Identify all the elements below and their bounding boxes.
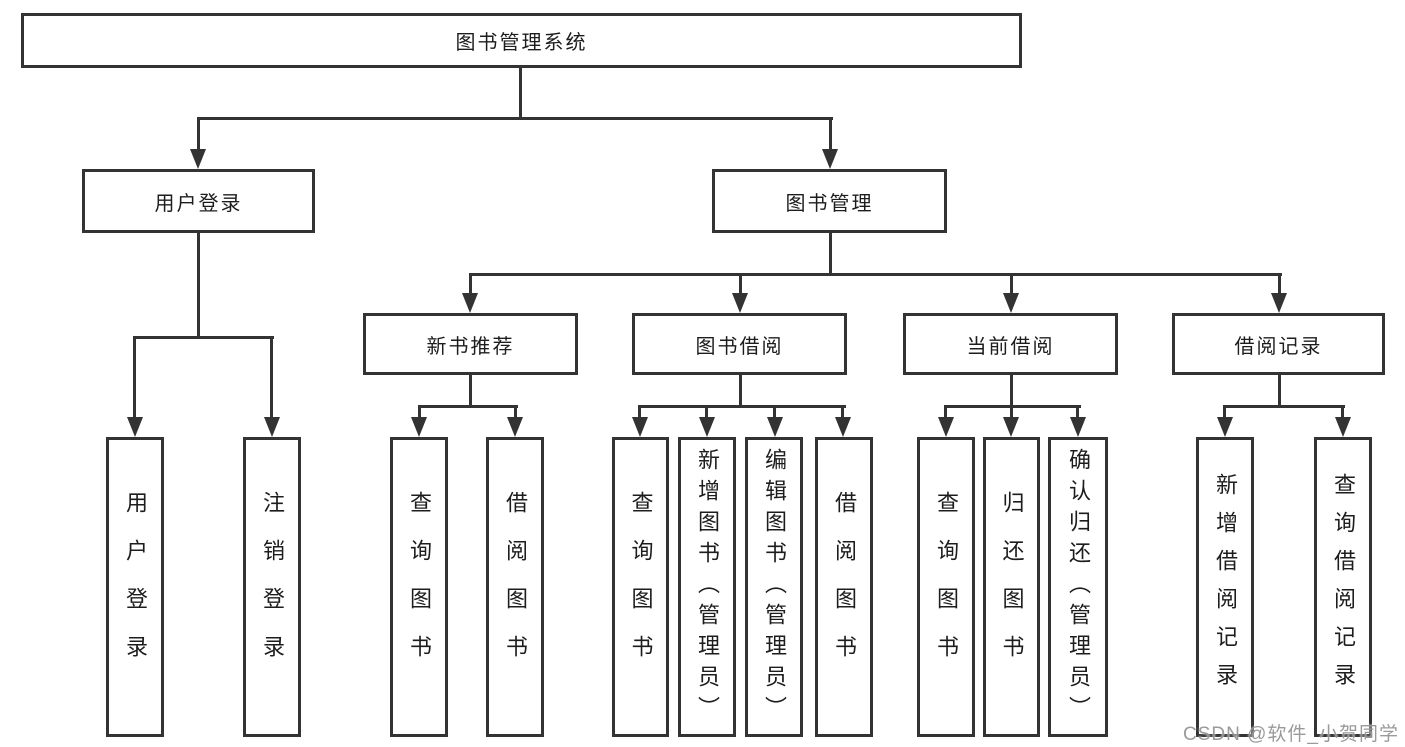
leaf-logout: 注销登录 (243, 437, 301, 737)
node-label: 确认归还（管理员） (1066, 447, 1091, 727)
leaf-query-borrow-record: 查询借阅记录 (1314, 437, 1372, 737)
node-label: 借阅记录 (1234, 335, 1323, 358)
csdn-watermark: CSDN @软件_小贺同学 (1183, 724, 1399, 745)
node-book-borrowing: 图书借阅 (632, 313, 847, 375)
node-label: 图书借阅 (695, 335, 784, 358)
arrowhead-down-icon (190, 149, 206, 169)
leaf-borrow-books: 借阅图书 (815, 437, 873, 737)
leaf-add-books-admin: 新增图书（管理员） (678, 437, 736, 737)
edge-user-login-stem (197, 233, 200, 336)
edge-stub-book-management (829, 117, 832, 150)
node-label: 注销登录 (260, 491, 285, 683)
node-label: 查询借阅记录 (1331, 473, 1356, 701)
leaf-current-query-books: 查询图书 (917, 437, 975, 737)
edge-current-borrowing-stem (1010, 375, 1013, 405)
edge-borrowing-records-bar (1224, 405, 1345, 408)
edge-stub (1223, 405, 1226, 417)
arrowhead-down-icon (767, 417, 783, 437)
node-label: 用户登录 (154, 192, 243, 215)
edge-stub (514, 405, 517, 417)
arrowhead-down-icon (835, 417, 851, 437)
edge-stub-leaf-logout (270, 336, 273, 417)
edge-book-borrowing-bar (638, 405, 846, 408)
node-book-management: 图书管理 (712, 169, 947, 233)
leaf-confirm-return-admin: 确认归还（管理员） (1048, 437, 1108, 737)
node-label: 借阅图书 (832, 491, 857, 683)
edge-new-book-recommend-stem (469, 375, 472, 405)
arrowhead-down-icon (699, 417, 715, 437)
leaf-user-login: 用户登录 (106, 437, 164, 737)
edge-stub (841, 405, 844, 417)
edge-stub-borrowing-records (1278, 273, 1281, 293)
node-label: 图书管理系统 (455, 32, 588, 54)
edge-user-login-bar (133, 336, 274, 339)
edge-stub-user-login (197, 117, 200, 150)
arrowhead-down-icon (1271, 293, 1287, 313)
arrowhead-down-icon (462, 293, 478, 313)
node-borrowing-records: 借阅记录 (1172, 313, 1385, 375)
arrowhead-down-icon (938, 417, 954, 437)
arrowhead-down-icon (1070, 417, 1086, 437)
arrowhead-down-icon (632, 417, 648, 437)
node-label: 查询图书 (934, 491, 959, 683)
leaf-return-books: 归还图书 (983, 437, 1040, 737)
leaf-recommend-borrow-books: 借阅图书 (486, 437, 544, 737)
node-label: 编辑图书（管理员） (762, 447, 787, 727)
node-label: 新书推荐 (426, 335, 515, 358)
node-label: 新增图书（管理员） (695, 447, 720, 727)
edge-new-book-recommend-bar (418, 405, 518, 408)
arrowhead-down-icon (264, 417, 280, 437)
leaf-recommend-query-books: 查询图书 (390, 437, 448, 737)
edge-stub (944, 405, 947, 417)
node-label: 当前借阅 (966, 335, 1055, 358)
edge-stub-current-borrowing (1010, 273, 1013, 293)
edge-stub (1010, 405, 1013, 417)
edge-book-borrowing-stem (739, 375, 742, 405)
arrowhead-down-icon (732, 293, 748, 313)
edge-stub (418, 405, 421, 417)
edge-stub (1341, 405, 1344, 417)
leaf-borrowing-query-books: 查询图书 (612, 437, 669, 737)
arrowhead-down-icon (1003, 417, 1019, 437)
arrowhead-down-icon (1217, 417, 1233, 437)
node-new-book-recommend: 新书推荐 (363, 313, 578, 375)
edge-level2-bar (469, 273, 1282, 276)
node-library-management-system: 图书管理系统 (21, 13, 1022, 68)
edge-stub (705, 405, 708, 417)
edge-book-management-stem (829, 233, 832, 273)
node-label: 查询图书 (407, 491, 432, 683)
arrowhead-down-icon (127, 417, 143, 437)
arrowhead-down-icon (1335, 417, 1351, 437)
arrowhead-down-icon (411, 417, 427, 437)
edge-stub (773, 405, 776, 417)
arrowhead-down-icon (1003, 293, 1019, 313)
edge-stub-new-book-recommend (469, 273, 472, 293)
node-user-login: 用户登录 (82, 169, 315, 233)
node-current-borrowing: 当前借阅 (903, 313, 1118, 375)
arrowhead-down-icon (507, 417, 523, 437)
node-label: 借阅图书 (503, 491, 528, 683)
node-label: 新增借阅记录 (1213, 473, 1238, 701)
leaf-edit-books-admin: 编辑图书（管理员） (745, 437, 803, 737)
node-label: 图书管理 (785, 192, 874, 215)
edge-root-stem (519, 68, 522, 117)
edge-level1-bar (197, 117, 833, 120)
node-label: 用户登录 (123, 491, 148, 683)
edge-stub-leaf-user-login (133, 336, 136, 417)
leaf-add-borrow-record: 新增借阅记录 (1196, 437, 1254, 737)
node-label: 查询图书 (628, 491, 654, 683)
edge-stub (1076, 405, 1079, 417)
edge-stub-book-borrowing (739, 273, 742, 293)
node-label: 归还图书 (999, 491, 1025, 683)
arrowhead-down-icon (822, 149, 838, 169)
edge-borrowing-records-stem (1278, 375, 1281, 405)
edge-stub (638, 405, 641, 417)
